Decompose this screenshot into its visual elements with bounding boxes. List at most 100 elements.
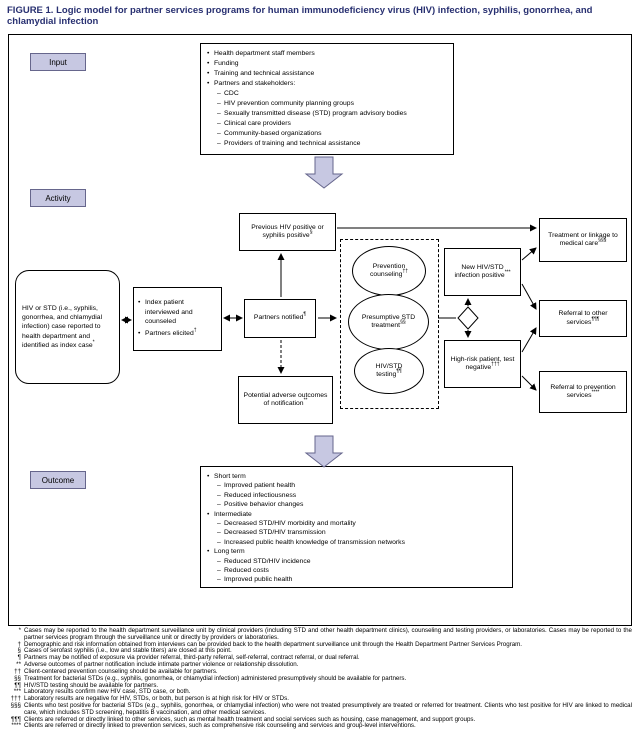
referral-other-text: Referral to other services bbox=[558, 310, 608, 326]
footnote-symbol: ** bbox=[16, 661, 21, 669]
footnote: ††Client-centered prevention counseling … bbox=[8, 667, 632, 676]
high-risk-footmark: ††† bbox=[491, 361, 500, 368]
list-item: • Health department staff members bbox=[207, 49, 447, 59]
list-item-text: Decreased STD/HIV morbidity and mortalit… bbox=[224, 520, 356, 528]
bullet-marker: • bbox=[138, 299, 141, 306]
footnote-symbol: **** bbox=[11, 722, 21, 730]
footnote-text: Client-centered prevention counseling sh… bbox=[24, 667, 218, 675]
referral-other-footmark: ¶¶¶ bbox=[591, 316, 600, 323]
prevention-counseling-ellipse: Prevention counseling†† bbox=[352, 246, 426, 296]
presumptive-treatment-footmark: §§ bbox=[400, 319, 406, 326]
bullet-marker: – bbox=[217, 557, 221, 565]
list-item: –CDC bbox=[207, 89, 447, 99]
referral-prevention-services-box: Referral to prevention services**** bbox=[539, 371, 627, 413]
bullet-marker: – bbox=[217, 482, 221, 490]
footnote-text: HIV/STD testing should be available for … bbox=[24, 681, 159, 689]
index-case-text: HIV or STD (i.e., syphilis, gonorrhea, a… bbox=[22, 305, 103, 349]
list-item-text: Reduced infectiousness bbox=[224, 491, 297, 499]
bullet-marker: – bbox=[217, 520, 221, 528]
input-content-box: •Health department staff members•Funding… bbox=[200, 43, 454, 155]
adverse-outcomes-footmark: ** bbox=[303, 397, 308, 404]
index-case-box: HIV or STD (i.e., syphilis, gonorrhea, a… bbox=[15, 270, 120, 384]
footnote-symbol: § bbox=[17, 647, 21, 655]
bullet-marker: – bbox=[217, 529, 221, 537]
list-item-text: Improved patient health bbox=[224, 482, 296, 490]
footnote-symbol: * bbox=[18, 627, 21, 634]
bullet-marker: • bbox=[138, 329, 141, 337]
referral-other-services-box: Referral to other services¶¶¶ bbox=[539, 300, 627, 337]
footnote: ****Clients are referred or directly lin… bbox=[8, 723, 632, 730]
high-risk-negative-box: High-risk patient, test negative††† bbox=[444, 340, 521, 388]
footnote-symbol: §§§ bbox=[10, 701, 21, 709]
footnote: §§Treatment for bacterial STDs (e.g., sy… bbox=[8, 674, 632, 683]
hiv-std-testing-ellipse: HIV/STD testing¶¶ bbox=[354, 348, 424, 394]
previous-hiv-positive-box: Previous HIV positive or syphilis positi… bbox=[239, 213, 336, 251]
presumptive-treatment-ellipse: Presumptive STD treatment§§ bbox=[348, 294, 429, 350]
treatment-linkage-box: Treatment or linkage to medical care§§§ bbox=[539, 218, 627, 262]
list-item: –Improved patient health bbox=[207, 481, 506, 490]
footnote-text: Treatment for bacterial STDs (e.g., syph… bbox=[24, 674, 407, 682]
list-item-text: Sexually transmitted disease (STD) progr… bbox=[224, 110, 407, 117]
list-item: –Improved public health bbox=[207, 575, 506, 584]
footnote: ¶Partners may be notified of exposure vi… bbox=[8, 654, 632, 662]
list-item-text: Decreased STD/HIV transmission bbox=[224, 529, 326, 537]
footnotes: *Cases may be reported to the health dep… bbox=[8, 627, 632, 730]
footnote-symbol: ††† bbox=[10, 695, 21, 703]
new-infection-footmark: *** bbox=[504, 269, 511, 276]
footnote-symbol: ¶¶¶ bbox=[11, 715, 21, 723]
input-section-label: Input bbox=[30, 53, 86, 71]
outcome-section-label: Outcome bbox=[30, 471, 86, 489]
list-item-text: CDC bbox=[224, 90, 239, 97]
bullet-marker: • bbox=[207, 473, 210, 480]
list-item: –Increased public health knowledge of tr… bbox=[207, 538, 506, 547]
bullet-marker: – bbox=[217, 90, 221, 97]
bullet-marker: • bbox=[207, 70, 210, 77]
partners-notified-text: Partners notified bbox=[253, 314, 304, 322]
footnote: **Adverse outcomes of partner notificati… bbox=[8, 661, 632, 669]
partner-services-dashed-group bbox=[340, 239, 439, 409]
list-item-text: Intermediate bbox=[214, 510, 252, 518]
footnote-text: Laboratory results are negative for HIV,… bbox=[24, 695, 289, 703]
footnote: §Cases of serofast syphilis (i.e., low a… bbox=[8, 648, 632, 655]
list-item: –Decreased STD/HIV transmission bbox=[207, 528, 506, 537]
list-item-text: Index patient interviewed and counseled bbox=[145, 299, 193, 325]
footnote-text: Cases may be reported to the health depa… bbox=[24, 627, 632, 641]
footnote-text: Adverse outcomes of partner notification… bbox=[24, 661, 299, 669]
list-item-text: Providers of training and technical assi… bbox=[224, 140, 361, 147]
adverse-outcomes-box: Potential adverse outcomes of notificati… bbox=[238, 376, 333, 424]
bullet-marker: • bbox=[207, 510, 210, 518]
new-infection-positive-box: New HIV/STD infection positive*** bbox=[444, 248, 521, 296]
list-item: –Community-based organizations bbox=[207, 129, 447, 139]
footnote-symbol: † bbox=[17, 640, 21, 648]
input-list: •Health department staff members•Funding… bbox=[207, 49, 447, 149]
bullet-marker: • bbox=[207, 548, 210, 556]
bullet-marker: – bbox=[217, 576, 221, 584]
list-item-text: Improved public health bbox=[224, 576, 293, 584]
list-item-text: HIV prevention community planning groups bbox=[224, 100, 354, 107]
footnote-text: Demographic and risk information obtaine… bbox=[24, 640, 523, 648]
footnote-text: Laboratory results confirm new HIV case,… bbox=[24, 688, 191, 696]
list-item: –Providers of training and technical ass… bbox=[207, 139, 447, 149]
partners-notified-box: Partners notified¶ bbox=[244, 299, 316, 338]
list-item-text: Training and technical assistance bbox=[214, 70, 315, 77]
list-item: –Reduced STD/HIV incidence bbox=[207, 557, 506, 566]
bullet-marker: – bbox=[217, 110, 221, 117]
footnote: †††Laboratory results are negative for H… bbox=[8, 695, 632, 703]
list-item: –Positive behavior changes bbox=[207, 500, 506, 509]
bullet-marker: – bbox=[217, 130, 221, 137]
list-item: • Training and technical assistance bbox=[207, 69, 447, 79]
high-risk-text: High-risk patient, test negative bbox=[450, 355, 515, 371]
footnote-text: Cases of serofast syphilis (i.e., low an… bbox=[24, 647, 232, 655]
outcome-list: •Short term–Improved patient health–Redu… bbox=[207, 472, 506, 585]
footnote: *Cases may be reported to the health dep… bbox=[8, 627, 632, 642]
figure-frame bbox=[8, 34, 632, 626]
bullet-marker: • bbox=[207, 50, 210, 57]
list-item: –Sexually transmitted disease (STD) prog… bbox=[207, 109, 447, 119]
prevention-counseling-footmark: †† bbox=[402, 268, 409, 275]
footnote: †Demographic and risk information obtain… bbox=[8, 640, 632, 649]
list-item-text: Health department staff members bbox=[214, 50, 315, 57]
bullet-marker: – bbox=[217, 140, 221, 147]
footnote: §§§Clients who test positive for bacteri… bbox=[8, 701, 632, 717]
list-item-text: Partners elicited† bbox=[145, 327, 197, 337]
footnote-symbol: ¶ bbox=[17, 654, 21, 662]
